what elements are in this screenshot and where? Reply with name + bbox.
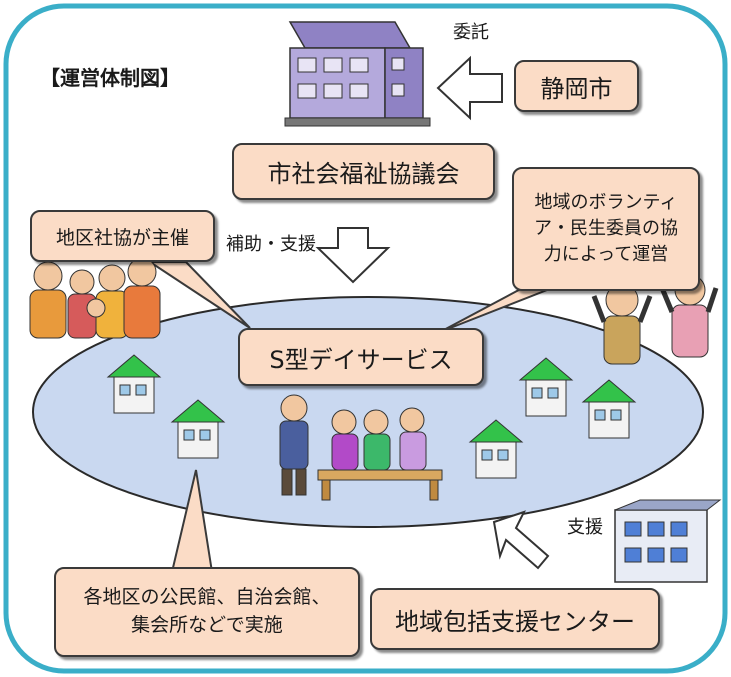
node-service: S型デイサービス [238,328,484,386]
support-arrow [492,510,550,570]
page-title: 【運営体制図】 [40,66,180,90]
node-center-label: 地域包括支援センター [395,607,635,636]
node-city: 静岡市 [514,60,639,112]
node-center: 地域包括支援センター [370,588,660,650]
entrust-arrow [436,55,503,121]
volunteers-text: 地域のボランティ ア・民生委員の協 力によって運営 [534,191,678,266]
house-icon [518,357,574,417]
callout-venues: 各地区の公民館、自治会館、 集会所などで実施 [54,567,360,657]
district-host-text: 地区社協が主催 [55,226,189,249]
house-icon [581,379,637,439]
node-service-label: S型デイサービス [269,345,453,374]
node-council-label: 市社会福祉協議会 [267,160,460,188]
node-city-label: 静岡市 [540,74,613,103]
office-building-icon [284,21,431,127]
callout-volunteers: 地域のボランティ ア・民生委員の協 力によって運営 [512,167,700,291]
house-icon [468,419,524,479]
host-callout-tail [146,261,251,329]
house-icon [170,399,226,459]
elderly-group-illustration [279,394,443,501]
care-center-building-icon [614,499,722,583]
entrust-label: 委託 [453,22,489,43]
node-council: 市社会福祉協議会 [232,143,495,200]
support-label: 支援 [567,517,603,538]
outer-frame [3,3,728,674]
venues-text: 各地区の公民館、自治会館、 集会所などで実施 [83,586,331,636]
subsidy-arrow [315,227,391,284]
subsidy-label: 補助・支援 [226,234,316,255]
community-ellipse [32,296,704,528]
family-illustration [29,257,161,339]
house-icon [106,354,162,414]
callout-district-host: 地区社協が主催 [30,210,215,262]
